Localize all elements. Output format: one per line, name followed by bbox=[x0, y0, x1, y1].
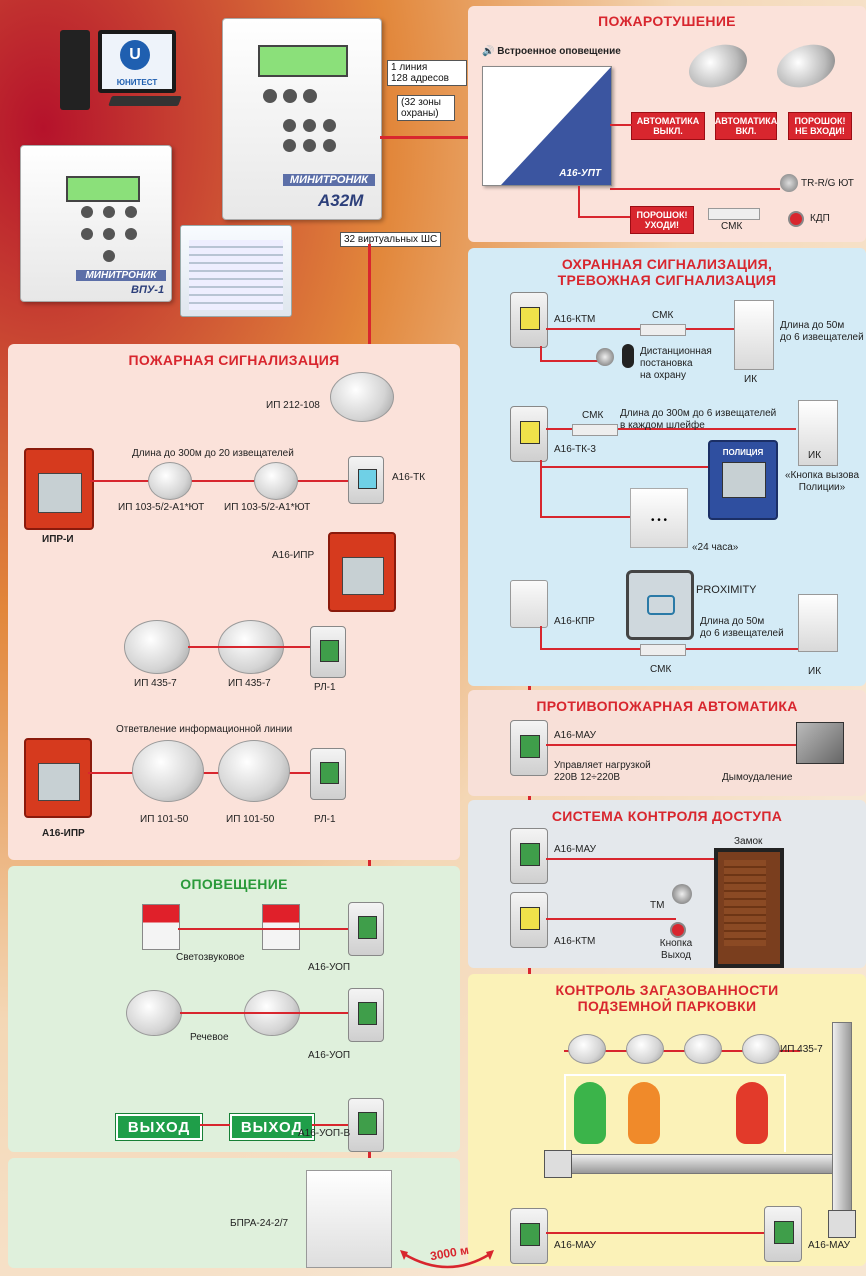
ik-sensor-1 bbox=[734, 300, 774, 370]
strobe-siren-2 bbox=[262, 904, 300, 950]
uop-v-module bbox=[348, 1098, 384, 1152]
trrg-indicator bbox=[780, 174, 798, 192]
kpr-module bbox=[510, 580, 548, 628]
speaker-1 bbox=[126, 990, 182, 1036]
ventilation-duct-vertical bbox=[832, 1022, 852, 1238]
gas-detector-4 bbox=[742, 1034, 780, 1064]
gas-detector-3 bbox=[684, 1034, 722, 1064]
smoke-damper-icon bbox=[796, 722, 844, 764]
main-control-unit: МИНИТРОНИК А32М bbox=[222, 18, 382, 220]
car-orange bbox=[628, 1082, 660, 1144]
car-red bbox=[736, 1082, 768, 1144]
mau-module-parking-right bbox=[764, 1206, 802, 1262]
builtin-alert-label: 🔊 Встроенное оповещение bbox=[482, 46, 621, 57]
panel-fire-alarm: ПОЖАРНАЯ СИГНАЛИЗАЦИЯ ИП 212-108 ИПР-И Д… bbox=[8, 344, 460, 860]
smk-sensor bbox=[708, 208, 760, 220]
car-green bbox=[574, 1082, 606, 1144]
ik-sensor-3 bbox=[798, 594, 838, 652]
sign-auto-off: АВТОМАТИКА ВЫКЛ. bbox=[631, 112, 705, 140]
smk-sensor-1 bbox=[640, 324, 686, 336]
zone-indicator-panel bbox=[180, 225, 292, 317]
panel-title: ПОЖАРОТУШЕНИЕ bbox=[598, 13, 736, 29]
smoke-detector-212 bbox=[330, 372, 394, 422]
fan-icon-left bbox=[544, 1150, 572, 1178]
panel-power: БПРА-24-2/7 bbox=[8, 1158, 460, 1268]
mau-module-access bbox=[510, 828, 548, 884]
relay-module-rl1-a bbox=[310, 626, 346, 678]
nozzle-icon-2 bbox=[770, 36, 842, 96]
panic-button-24h: • • • bbox=[630, 488, 688, 548]
heat-detector-103-a bbox=[148, 462, 192, 500]
nozzle-icon-1 bbox=[682, 36, 754, 96]
main-unit-label: МИНИТРОНИК bbox=[283, 174, 375, 186]
strobe-siren-1 bbox=[142, 904, 180, 950]
panel-fire-automation: ПРОТИВОПОЖАРНАЯ АВТОМАТИКА А16-МАУ Управ… bbox=[468, 690, 866, 796]
ktm-module bbox=[510, 292, 548, 348]
panel-fire-extinguishing: ПОЖАРОТУШЕНИЕ 🔊 Встроенное оповещение А1… bbox=[468, 6, 866, 242]
tm-reader-access bbox=[672, 884, 692, 904]
speaker-icon: 🔊 bbox=[482, 46, 495, 57]
exit-sign-2: ВЫХОД bbox=[229, 1113, 315, 1141]
wire-main-top bbox=[380, 136, 480, 139]
exit-sign-1: ВЫХОД bbox=[115, 1113, 203, 1141]
manual-call-point-a16-ipr bbox=[328, 532, 396, 612]
sign-powder-leave: ПОРОШОК! УХОДИ! bbox=[630, 206, 694, 234]
tm-reader bbox=[596, 348, 614, 366]
mau-module-automation bbox=[510, 720, 548, 776]
gas-detector-2 bbox=[626, 1034, 664, 1064]
computer-icon: U ЮНИТЕСТ bbox=[60, 30, 190, 115]
smk-sensor-2 bbox=[572, 424, 618, 436]
proximity-reader bbox=[626, 570, 694, 640]
smoke-detector-435-a bbox=[124, 620, 190, 674]
relay-module-rl1-b bbox=[310, 748, 346, 800]
panel-parking: КОНТРОЛЬ ЗАГАЗОВАННОСТИ ПОДЗЕМНОЙ ПАРКОВ… bbox=[468, 974, 866, 1266]
heat-detector-103-b bbox=[254, 462, 298, 500]
uop-v-label: А16-УОП-В bbox=[298, 1128, 351, 1139]
door-icon bbox=[714, 848, 784, 968]
sub-control-unit: МИНИТРОНИК ВПУ-1 bbox=[20, 145, 172, 302]
manual-call-point-a16-ipr-2 bbox=[24, 738, 92, 818]
gas-detector-1 bbox=[568, 1034, 606, 1064]
fan-icon-right bbox=[828, 1210, 856, 1238]
upt-unit: А16-УПТ bbox=[482, 66, 612, 186]
manual-call-point-ipr-i bbox=[24, 448, 94, 530]
main-unit-model: А32М bbox=[318, 191, 364, 210]
panel-notification: ОПОВЕЩЕНИЕ Светозвуковое А16-УОП Речевое… bbox=[8, 866, 460, 1152]
uop-module-2 bbox=[348, 988, 384, 1042]
smoke-detector-101-b bbox=[218, 740, 290, 802]
kdp-button bbox=[788, 211, 804, 227]
police-call-button: ПОЛИЦИЯ bbox=[708, 440, 778, 520]
parking-bay-lines bbox=[564, 1074, 786, 1152]
smk-sensor-3 bbox=[640, 644, 686, 656]
key-fob-icon bbox=[622, 344, 634, 368]
virtual-loops-label: 32 виртуальных ШС bbox=[340, 232, 442, 247]
ventilation-duct bbox=[544, 1154, 846, 1174]
panel-security: ОХРАННАЯ СИГНАЛИЗАЦИЯ, ТРЕВОЖНАЯ СИГНАЛИ… bbox=[468, 248, 866, 686]
distance-arc bbox=[400, 1250, 494, 1269]
sign-powder-no-entry: ПОРОШОК! НЕ ВХОДИ! bbox=[788, 112, 852, 140]
power-supply-unit bbox=[306, 1170, 392, 1268]
panel-access-control: СИСТЕМА КОНТРОЛЯ ДОСТУПА А16-МАУ Замок А… bbox=[468, 800, 866, 968]
exit-button bbox=[670, 922, 686, 938]
mau-module-parking-left bbox=[510, 1208, 548, 1264]
smoke-detector-101-a bbox=[132, 740, 204, 802]
uop-module-1 bbox=[348, 902, 384, 956]
sign-auto-on: АВТОМАТИКА ВКЛ. bbox=[715, 112, 777, 140]
ik-sensor-2 bbox=[798, 400, 838, 466]
tk3-module bbox=[510, 406, 548, 462]
ktm-module-access bbox=[510, 892, 548, 948]
tk-module bbox=[348, 456, 384, 504]
